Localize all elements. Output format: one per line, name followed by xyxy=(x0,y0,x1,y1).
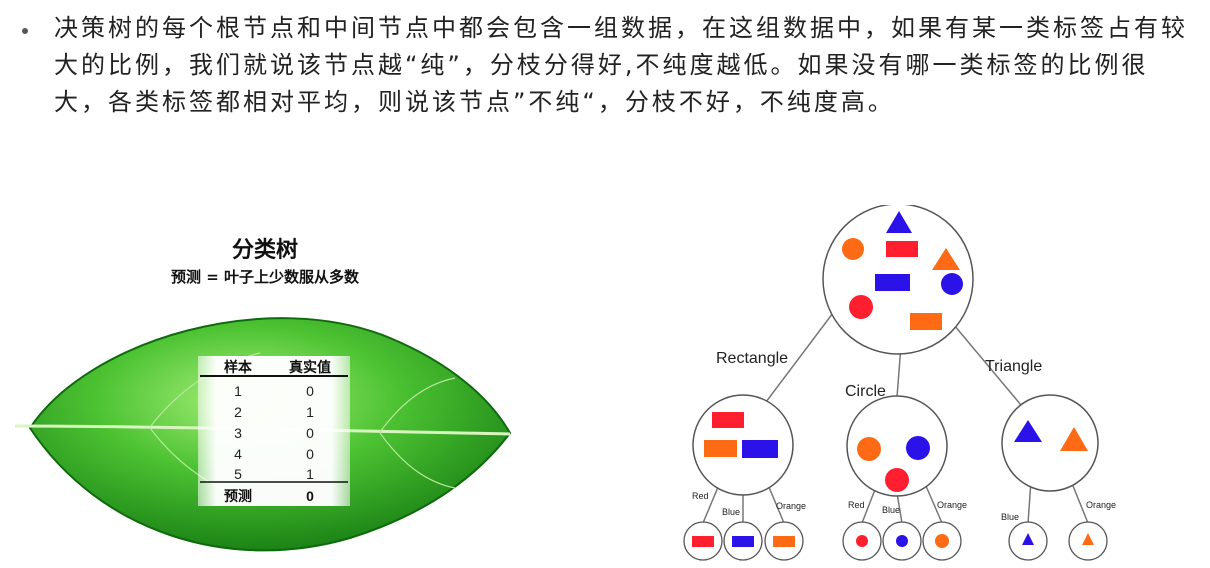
branch-label-rectangle: Rectangle xyxy=(716,350,788,367)
table-cell: 4 xyxy=(234,446,242,462)
triangle-orange-icon xyxy=(1060,427,1088,451)
color-label-blue: Blue xyxy=(1001,512,1019,522)
table-cell: 1 xyxy=(306,466,314,482)
triangle-blue-icon xyxy=(1022,533,1034,545)
circle-red-icon xyxy=(885,468,909,492)
leaf-illustration: 样本 真实值 1 0 2 1 3 0 4 0 5 1 预测 0 xyxy=(14,317,512,552)
circle-orange-icon xyxy=(842,238,864,260)
leaf-vein xyxy=(379,377,456,433)
rectangle-red-icon xyxy=(692,536,714,547)
table-cell: 1 xyxy=(306,404,314,420)
triangle-orange-icon xyxy=(932,248,960,270)
table-cell: 0 xyxy=(306,425,314,441)
branch-label-circle: Circle xyxy=(845,383,886,400)
leaf-figure-subtitle: 预测 = 叶子上少数服从多数 xyxy=(170,268,359,286)
table-cell: 5 xyxy=(234,466,242,482)
table-header-sample: 样本 xyxy=(224,359,253,375)
rectangle-blue-icon xyxy=(742,440,778,458)
tree-diagram: Rectangle Circle Triangle Red Blue Orang… xyxy=(683,205,1116,561)
rectangle-blue-icon xyxy=(732,536,754,547)
color-label-orange: Orange xyxy=(1086,500,1116,510)
color-label-orange: Orange xyxy=(776,501,806,511)
rectangle-orange-icon xyxy=(704,440,737,457)
table-footer-label: 预测 xyxy=(224,488,252,504)
color-label-red: Red xyxy=(692,491,709,501)
bullet-paragraph: 决策树的每个根节点和中间节点中都会包含一组数据，在这组数据中，如果有某一类标签占… xyxy=(22,10,1202,121)
circle-red-icon xyxy=(856,535,868,547)
triangle-blue-icon xyxy=(1014,420,1042,442)
branch-label-triangle: Triangle xyxy=(985,358,1042,375)
circle-blue-icon xyxy=(896,535,908,547)
table-rows: 1 0 2 1 3 0 4 0 5 1 xyxy=(234,383,314,482)
leaf-vein xyxy=(379,432,456,489)
table-background xyxy=(198,356,350,506)
table-header-truth: 真实值 xyxy=(289,359,331,375)
table-cell: 0 xyxy=(306,446,314,462)
color-label-blue: Blue xyxy=(722,507,740,517)
triangle-orange-icon xyxy=(1082,533,1094,545)
color-label-orange: Orange xyxy=(937,500,967,510)
circle-node xyxy=(846,395,948,497)
circle-red-icon xyxy=(849,295,873,319)
color-label-red: Red xyxy=(848,500,865,510)
rectangle-orange-icon xyxy=(773,536,795,547)
rectangle-red-icon xyxy=(712,412,744,428)
circle-blue-icon xyxy=(941,273,963,295)
table-cell: 0 xyxy=(306,383,314,399)
color-label-blue: Blue xyxy=(882,505,900,515)
circle-orange-icon xyxy=(935,534,949,548)
bullet-dot-icon xyxy=(22,28,28,34)
rectangle-orange-icon xyxy=(910,313,942,330)
table-cell: 3 xyxy=(234,425,242,441)
rectangle-blue-icon xyxy=(875,274,910,291)
circle-orange-icon xyxy=(857,437,881,461)
triangle-node xyxy=(1001,394,1099,492)
triangle-blue-icon xyxy=(886,211,912,233)
circle-blue-icon xyxy=(906,436,930,460)
rectangle-red-icon xyxy=(886,241,918,257)
table-cell: 2 xyxy=(234,404,242,420)
table-footer-value: 0 xyxy=(306,488,314,504)
table-cell: 1 xyxy=(234,383,242,399)
leaf-figure-title: 分类树 xyxy=(231,238,298,263)
bullet-text: 决策树的每个根节点和中间节点中都会包含一组数据，在这组数据中，如果有某一类标签占… xyxy=(54,14,1188,116)
